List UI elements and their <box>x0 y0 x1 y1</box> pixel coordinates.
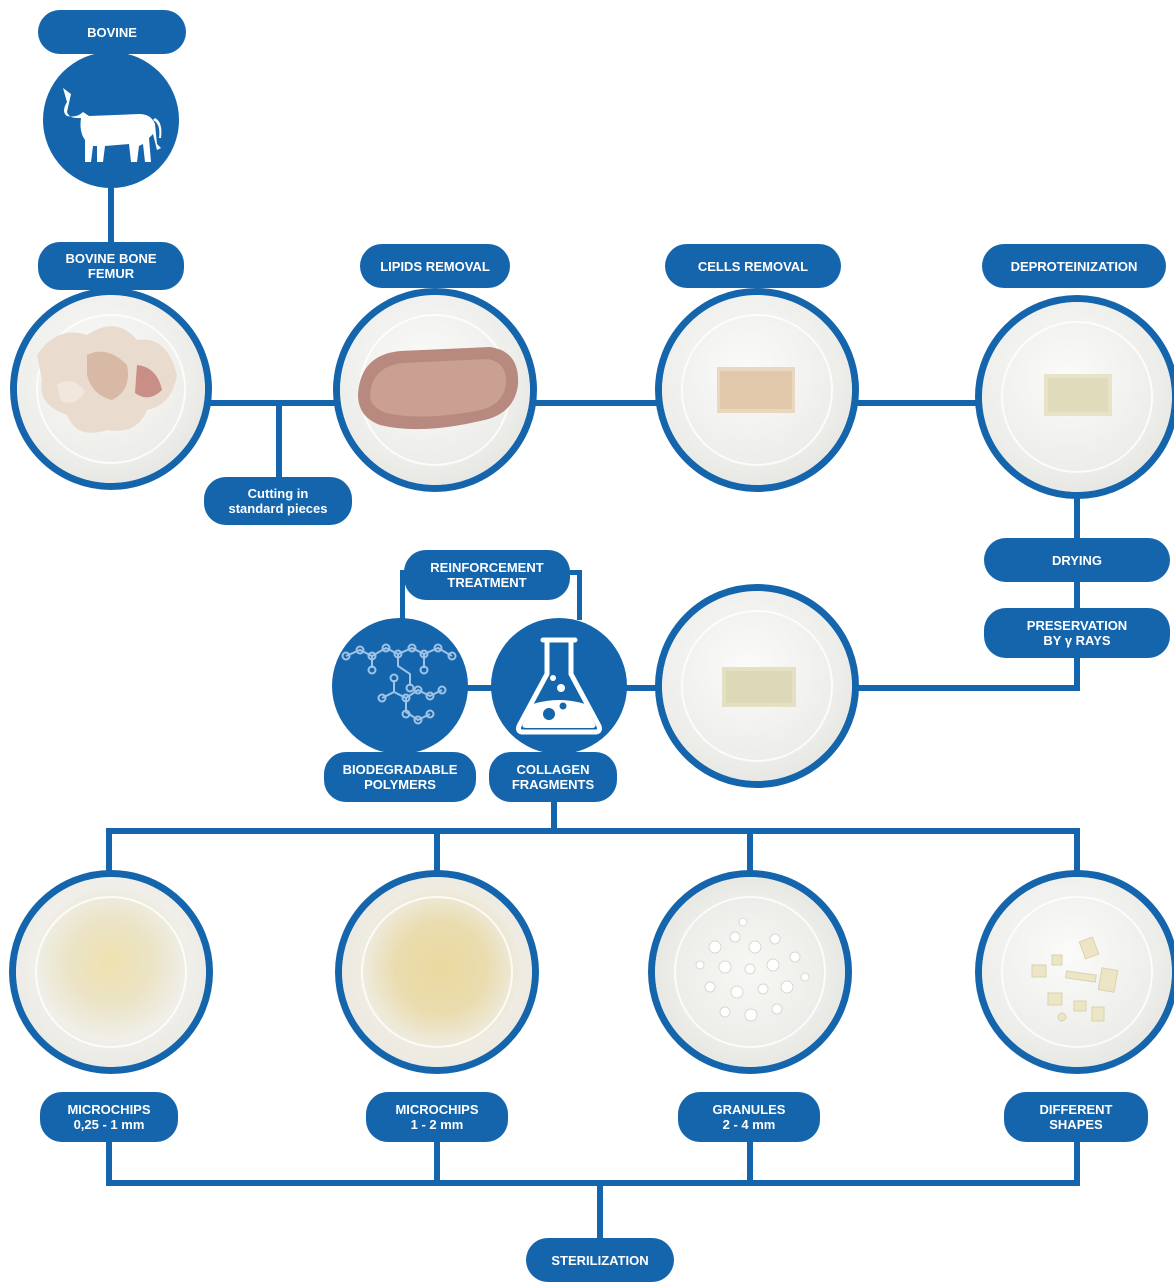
connector <box>108 185 114 245</box>
dried-block-node <box>655 584 859 788</box>
connector <box>597 1180 603 1242</box>
lipids-removal-label: LIPIDS REMOVAL <box>360 244 510 288</box>
cutting-label: Cutting in standard pieces <box>204 477 352 525</box>
cow-icon <box>43 52 179 188</box>
connector <box>855 400 980 406</box>
sterilization-label: STERILIZATION <box>526 1238 674 1282</box>
granules-photo <box>655 877 845 1067</box>
different-shapes-node <box>975 870 1174 1074</box>
bone-block-photo <box>662 591 852 781</box>
connector <box>1074 498 1080 540</box>
molecule-icon <box>332 618 468 754</box>
connector <box>1074 828 1080 872</box>
connector <box>106 1180 1080 1186</box>
collagen-fragments-label: COLLAGEN FRAGMENTS <box>489 752 617 802</box>
lipids-removal-node <box>333 288 537 492</box>
bovine-label: BOVINE <box>38 10 186 54</box>
biodegradable-polymers-label: BIODEGRADABLE POLYMERS <box>324 752 476 802</box>
flask-icon <box>491 618 627 754</box>
deproteinization-label: DEPROTEINIZATION <box>982 244 1166 288</box>
shapes-photo <box>982 877 1172 1067</box>
preservation-label: PRESERVATION BY γ RAYS <box>984 608 1170 658</box>
bovine-bone-femur-label: BOVINE BONE FEMUR <box>38 242 184 290</box>
bovine-bone-femur-node <box>10 288 212 490</box>
connector <box>205 400 340 406</box>
connector <box>532 400 658 406</box>
connector <box>106 828 1080 834</box>
deproteinization-node <box>975 295 1174 499</box>
connector <box>577 570 582 620</box>
microchips-small-label: MICROCHIPS 0,25 - 1 mm <box>40 1092 178 1142</box>
bovine-node <box>43 52 179 188</box>
microchips-small-node <box>9 870 213 1074</box>
connector <box>747 828 753 872</box>
femur-photo <box>17 295 205 483</box>
drying-label: DRYING <box>984 538 1170 582</box>
microchips-medium-node <box>335 870 539 1074</box>
bone-block-photo <box>982 302 1172 492</box>
microchips-medium-label: MICROCHIPS 1 - 2 mm <box>366 1092 508 1142</box>
connector <box>434 828 440 872</box>
bone-slice-photo <box>340 295 530 485</box>
biodegradable-polymers-node <box>332 618 468 754</box>
collagen-fragments-node <box>491 618 627 754</box>
connector <box>106 828 112 872</box>
connector <box>276 400 282 480</box>
granules-label: GRANULES 2 - 4 mm <box>678 1092 820 1142</box>
cells-removal-node <box>655 288 859 492</box>
reinforcement-treatment-label: REINFORCEMENT TREATMENT <box>404 550 570 600</box>
connector <box>1074 582 1080 610</box>
granules-node <box>648 870 852 1074</box>
different-shapes-label: DIFFERENT SHAPES <box>1004 1092 1148 1142</box>
connector <box>855 685 1080 691</box>
bone-block-photo <box>662 295 852 485</box>
cells-removal-label: CELLS REMOVAL <box>665 244 841 288</box>
